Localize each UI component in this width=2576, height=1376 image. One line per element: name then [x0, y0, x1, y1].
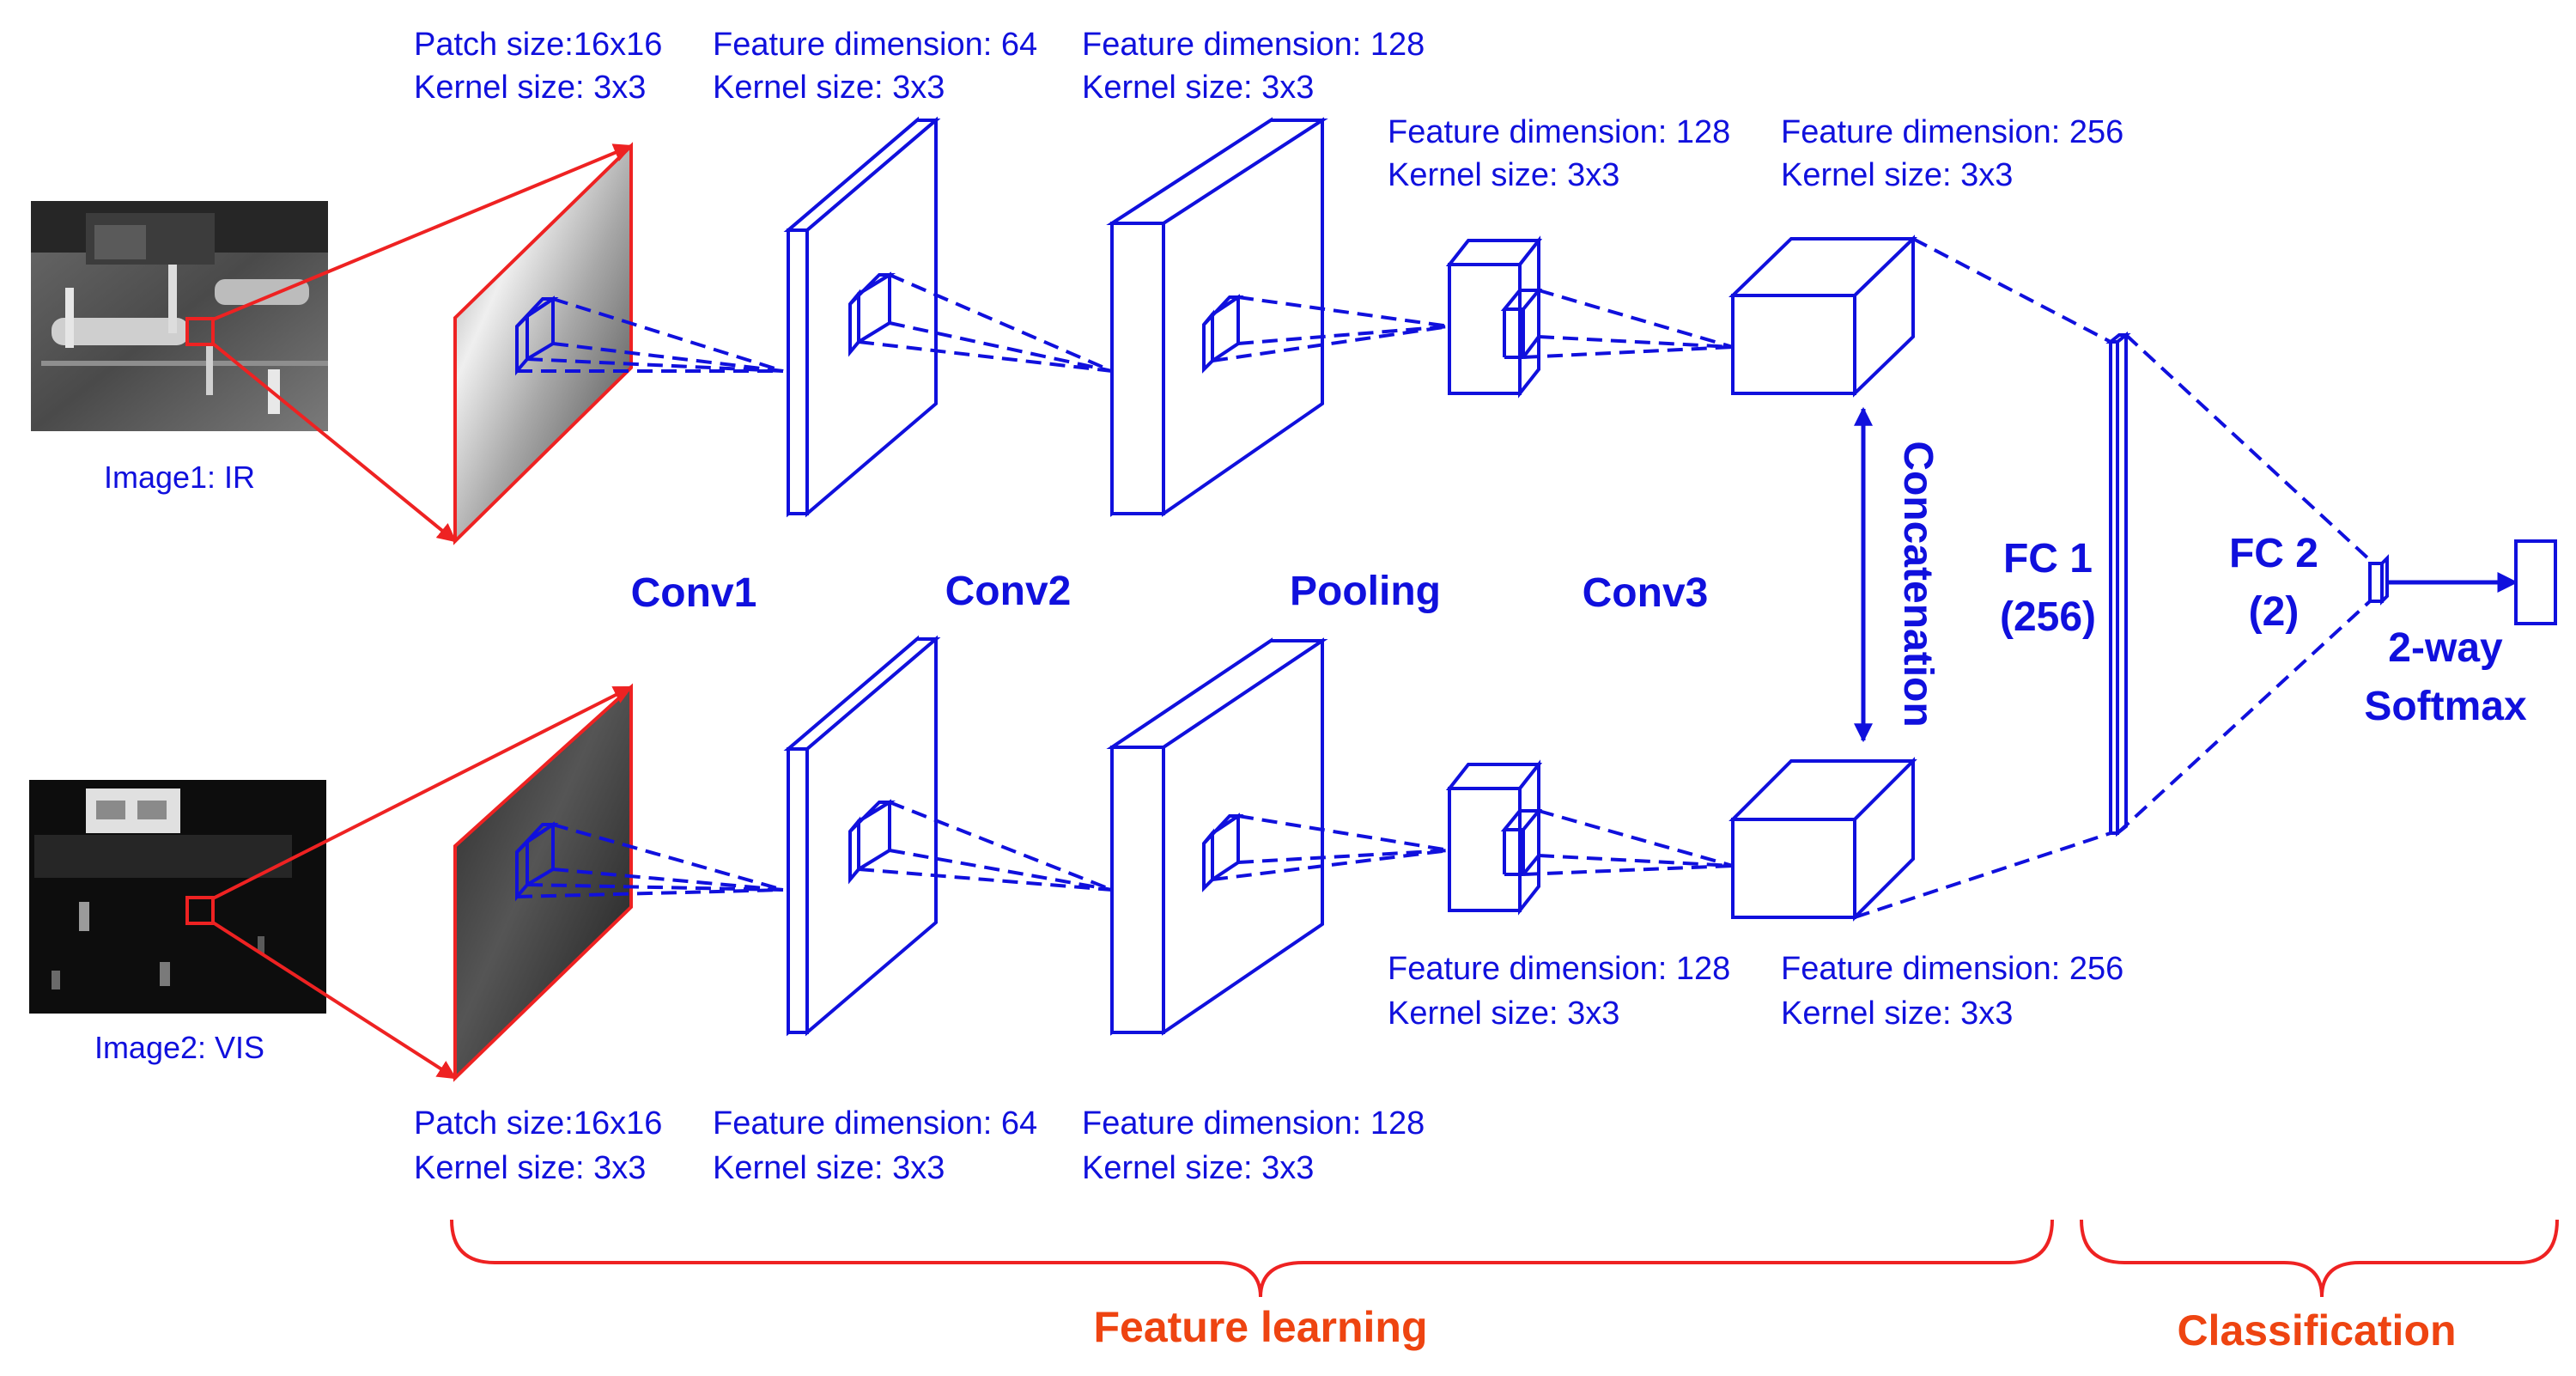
- pooling-block-b: [1445, 759, 1543, 916]
- bottom-conv1-caption-2: Kernel size: 3x3: [713, 1150, 945, 1186]
- softmax-label-1: 2-way: [2388, 625, 2503, 671]
- vis-zoom-line-top: [212, 685, 633, 900]
- vis-patch-marker: [185, 896, 215, 925]
- fc1-label-1: FC 1: [2003, 536, 2093, 581]
- vis-image-caption: Image2: VIS: [94, 1030, 264, 1065]
- conv1-block-b: [783, 635, 941, 1037]
- top-patch-caption-1: Patch size:16x16: [414, 27, 662, 63]
- bottom-captions: Feature dimension: 128 Kernel size: 3x3 …: [414, 951, 2123, 1186]
- conv-lines-conv2-b: [1212, 814, 1450, 881]
- top-conv1-caption-1: Feature dimension: 64: [713, 27, 1037, 63]
- conv3-block-b: [1728, 757, 1917, 922]
- pooling-block: [1445, 235, 1543, 399]
- conv1-label: Conv1: [631, 570, 757, 616]
- conv3-block: [1728, 234, 1917, 398]
- ir-zoom-line-bottom: [211, 342, 457, 543]
- vis-patch-plane: [453, 683, 633, 1082]
- conv-lines-patch-b: [516, 823, 784, 898]
- vis-input-image: [29, 780, 326, 1014]
- fc1-block: [2105, 331, 2131, 837]
- ir-patch-plane: [453, 142, 633, 545]
- bottom-branch: [211, 635, 1917, 1082]
- softmax-label-2: Softmax: [2364, 684, 2527, 729]
- bottom-patch-caption-1: Patch size:16x16: [414, 1105, 662, 1142]
- bottom-conv3-caption-1: Feature dimension: 256: [1781, 951, 2123, 987]
- conv3-label: Conv3: [1583, 570, 1709, 616]
- ir-patch-marker: [185, 317, 215, 346]
- top-conv2-caption-1: Feature dimension: 128: [1082, 27, 1425, 63]
- conv2-block-b: [1106, 637, 1328, 1036]
- feature-learning-label: Feature learning: [1094, 1303, 1428, 1351]
- feature-learning-brace: [450, 1219, 2054, 1298]
- top-patch-caption-2: Kernel size: 3x3: [414, 70, 646, 106]
- layer-labels: Conv1 Conv2 Pooling Conv3 FC 1 (256) FC …: [631, 531, 2527, 729]
- bottom-pool-caption-1: Feature dimension: 128: [1388, 951, 1730, 987]
- bottom-pool-caption-2: Kernel size: 3x3: [1388, 995, 1619, 1032]
- bottom-patch-caption-2: Kernel size: 3x3: [414, 1150, 646, 1186]
- top-pool-caption-2: Kernel size: 3x3: [1388, 157, 1619, 193]
- conv-lines-pool: [1522, 289, 1734, 359]
- fc2-block: [2368, 554, 2389, 606]
- top-conv1-caption-2: Kernel size: 3x3: [713, 70, 945, 106]
- bottom-conv1-caption-1: Feature dimension: 64: [713, 1105, 1037, 1142]
- fc1-connections: [1854, 237, 2111, 919]
- conv-lines-patch: [517, 297, 784, 373]
- conv-lines-conv2: [1212, 295, 1450, 362]
- top-conv3-caption-2: Kernel size: 3x3: [1781, 157, 2013, 193]
- bottom-conv2-caption-1: Feature dimension: 128: [1082, 1105, 1425, 1142]
- conv-lines-conv1-b: [858, 801, 1113, 892]
- fc2-connections: [2116, 333, 2372, 835]
- top-captions: Patch size:16x16 Kernel size: 3x3 Featur…: [414, 27, 2123, 193]
- kernel-cube-pool-b: [1500, 809, 1543, 876]
- fc1-label-2: (256): [2000, 594, 2096, 640]
- bottom-conv2-caption-2: Kernel size: 3x3: [1082, 1150, 1314, 1186]
- top-pool-caption-1: Feature dimension: 128: [1388, 114, 1730, 150]
- ir-zoom-line-top: [212, 143, 634, 321]
- ir-image-caption: Image1: IR: [104, 460, 255, 495]
- bottom-conv3-caption-2: Kernel size: 3x3: [1781, 995, 2013, 1032]
- conv1-block: [783, 116, 941, 518]
- top-conv3-caption-1: Feature dimension: 256: [1781, 114, 2123, 150]
- ir-input-image: [31, 201, 328, 431]
- classification-brace: [2080, 1219, 2559, 1298]
- top-conv2-caption-2: Kernel size: 3x3: [1082, 70, 1314, 106]
- vis-zoom-line-bottom: [211, 921, 457, 1080]
- pooling-label: Pooling: [1290, 569, 1441, 614]
- conv-lines-pool-b: [1522, 809, 1734, 876]
- softmax-output: [2514, 539, 2557, 625]
- fc2-label-2: (2): [2249, 589, 2300, 635]
- conv2-label: Conv2: [945, 569, 1072, 614]
- classification-label: Classification: [2177, 1306, 2456, 1355]
- conv2-block: [1106, 117, 1328, 517]
- conv-lines-conv1: [858, 273, 1113, 373]
- top-branch: [211, 116, 1917, 545]
- concatenation-label: Concatenation: [1895, 441, 1941, 727]
- fc2-label-1: FC 2: [2229, 531, 2318, 576]
